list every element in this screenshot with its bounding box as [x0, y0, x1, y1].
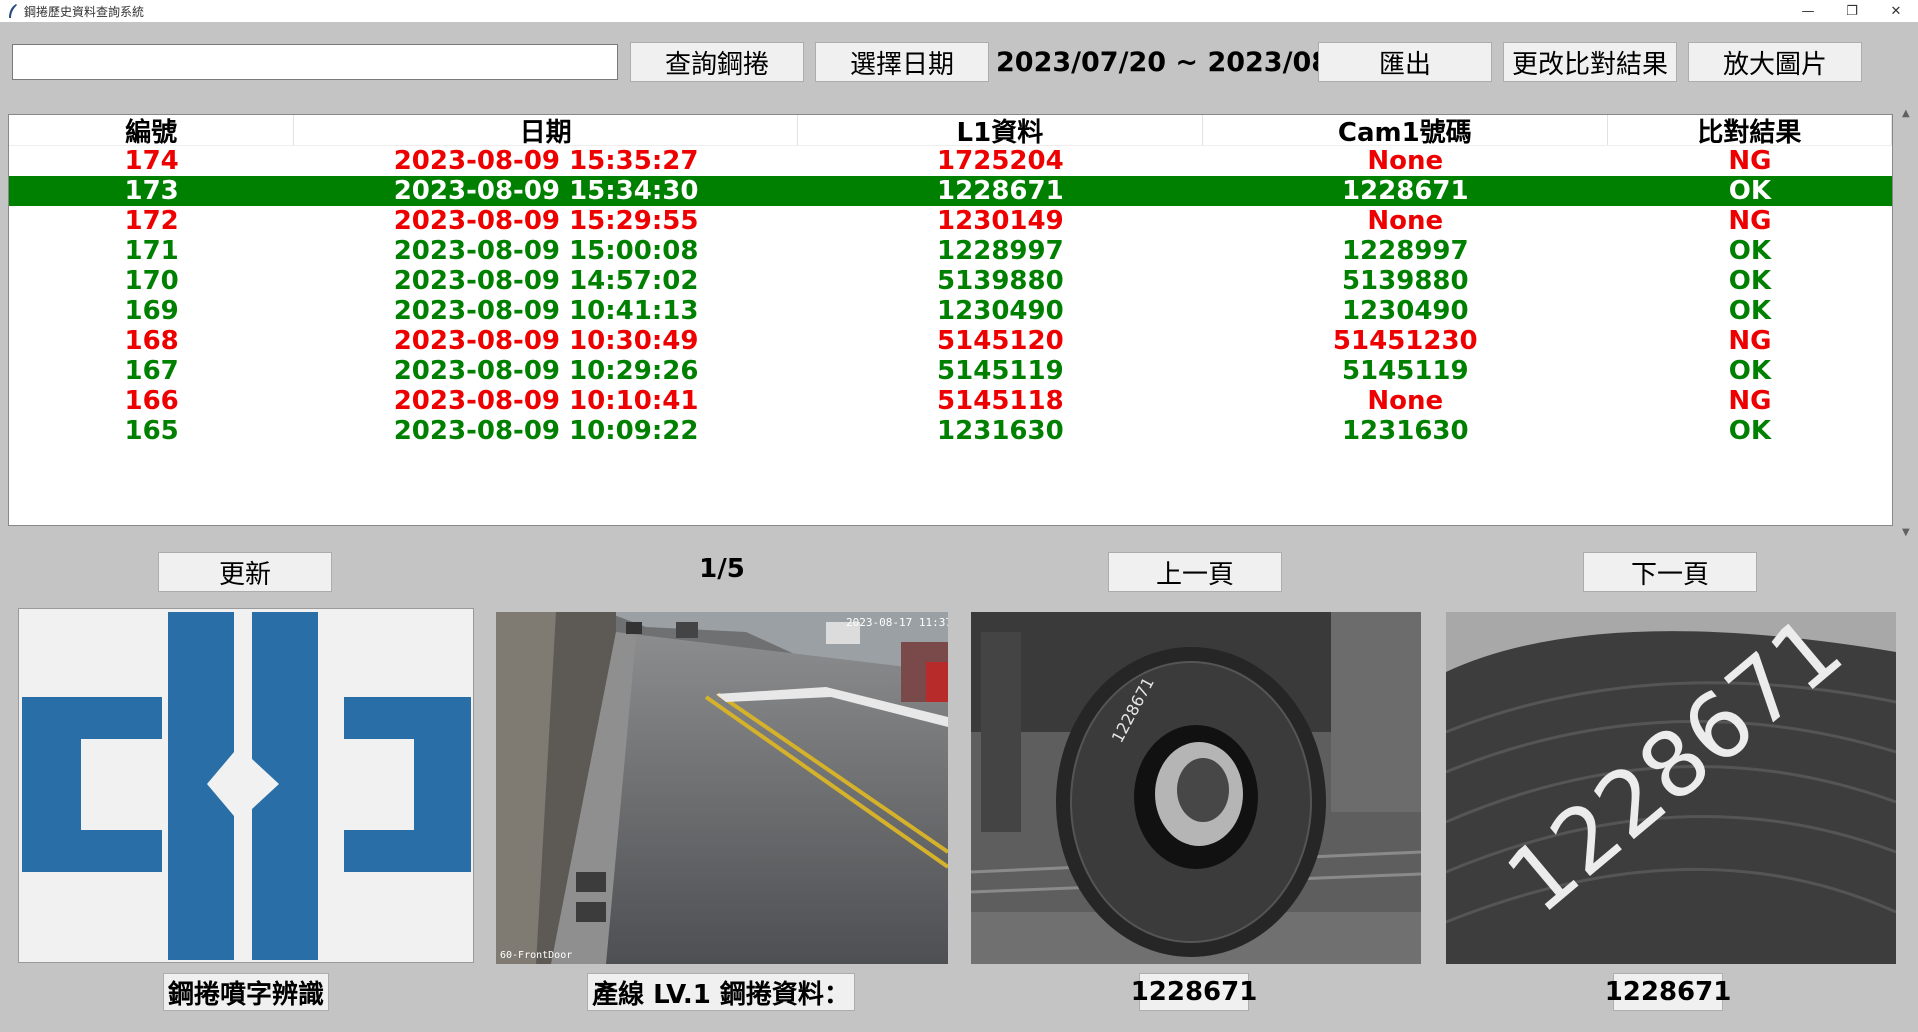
row-date-cell: 2023-08-09 15:00:08: [393, 236, 699, 266]
row-id-cell: 165: [124, 416, 179, 446]
row-l1-cell: 1228997: [937, 236, 1064, 266]
zoom-image-button[interactable]: 放大圖片: [1688, 42, 1862, 82]
restore-button[interactable]: ❐: [1846, 3, 1858, 19]
street-camera-label: 60-FrontDoor: [500, 950, 572, 961]
row-l1-cell: 5139880: [937, 266, 1064, 296]
row-l1-cell: 1230149: [937, 206, 1064, 236]
row-l1-cell: 1230490: [937, 296, 1064, 326]
row-id-cell: 168: [124, 326, 179, 356]
row-l1-cell: 1228671: [937, 176, 1064, 206]
window-title: 鋼捲歷史資料查詢系統: [24, 5, 145, 19]
row-cam1-cell: 5139880: [1341, 266, 1469, 296]
history-table[interactable]: 編號 日期 L1資料 Cam1號碼 比對結果 174 2023-08-09 15:…: [8, 114, 1893, 526]
row-result-cell: OK: [1728, 266, 1771, 296]
row-l1-cell: 5145118: [937, 386, 1064, 416]
row-id-cell: 172: [124, 206, 179, 236]
row-result-cell: NG: [1728, 386, 1772, 416]
query-coil-button[interactable]: 查詢鋼捲: [630, 42, 804, 82]
row-date-cell: 2023-08-09 15:29:55: [393, 206, 699, 236]
row-date-cell: 2023-08-09 14:57:02: [393, 266, 699, 296]
column-header-cam1[interactable]: Cam1號碼: [1203, 115, 1608, 148]
table-row[interactable]: 168 2023-08-09 10:30:49 5145120 51451230 NG: [9, 326, 1892, 356]
row-id-cell: 173: [124, 176, 179, 206]
row-l1-cell: 5145120: [937, 326, 1064, 356]
row-date-cell: 2023-08-09 10:41:13: [393, 296, 699, 326]
row-l1-cell: 5145119: [937, 356, 1064, 386]
table-row[interactable]: 172 2023-08-09 15:29:55 1230149 None NG: [9, 206, 1892, 236]
coil-camera-image[interactable]: 1228671: [971, 612, 1421, 964]
row-id-cell: 166: [124, 386, 179, 416]
row-result-cell: NG: [1728, 146, 1772, 176]
row-cam1-cell: 5145119: [1341, 356, 1469, 386]
row-cam1-cell: 1228671: [1341, 176, 1469, 206]
close-button[interactable]: ✕: [1890, 3, 1902, 19]
feather-app-icon: [6, 3, 20, 19]
scroll-up-arrow-icon[interactable]: ▲: [1902, 108, 1910, 119]
row-l1-cell: 1725204: [937, 146, 1064, 176]
table-scrollbar[interactable]: ▲ ▼: [1898, 108, 1916, 538]
row-id-cell: 174: [124, 146, 179, 176]
row-cam1-cell: None: [1367, 206, 1444, 236]
row-cam1-cell: 1228997: [1341, 236, 1469, 266]
row-date-cell: 2023-08-09 10:30:49: [393, 326, 699, 356]
csc-logo-image[interactable]: [18, 608, 474, 963]
minimize-button[interactable]: —: [1801, 3, 1815, 19]
column-header-l1[interactable]: L1資料: [798, 115, 1203, 148]
row-result-cell: OK: [1728, 296, 1771, 326]
prev-page-button[interactable]: 上一頁: [1108, 552, 1282, 592]
row-date-cell: 2023-08-09 10:10:41: [393, 386, 699, 416]
row-id-cell: 171: [124, 236, 179, 266]
row-id-cell: 170: [124, 266, 179, 296]
column-header-id[interactable]: 編號: [9, 115, 295, 148]
row-cam1-cell: 1230490: [1341, 296, 1469, 326]
row-date-cell: 2023-08-09 15:35:27: [393, 146, 699, 176]
logo-caption: 鋼捲噴字辨識: [163, 973, 329, 1011]
row-result-cell: OK: [1728, 416, 1771, 446]
title-bar: 鋼捲歷史資料查詢系統 — ❐ ✕: [0, 0, 1918, 22]
street-camera-image[interactable]: 2023-08-17 11:37:33 60-FrontDoor: [496, 612, 948, 964]
closeup-number-image[interactable]: 1228671: [1446, 612, 1896, 964]
row-result-cell: NG: [1728, 326, 1772, 356]
table-row[interactable]: 174 2023-08-09 15:35:27 1725204 None NG: [9, 146, 1892, 176]
row-cam1-cell: None: [1367, 146, 1444, 176]
coil-caption: 1228671: [1131, 973, 1257, 1011]
column-header-date[interactable]: 日期: [294, 115, 798, 148]
next-page-button[interactable]: 下一頁: [1583, 552, 1757, 592]
refresh-button[interactable]: 更新: [158, 552, 332, 592]
row-l1-cell: 1231630: [937, 416, 1064, 446]
table-header: 編號 日期 L1資料 Cam1號碼 比對結果: [9, 115, 1892, 148]
table-row[interactable]: 171 2023-08-09 15:00:08 1228997 1228997 OK: [9, 236, 1892, 266]
row-cam1-cell: None: [1367, 386, 1444, 416]
row-result-cell: NG: [1728, 206, 1772, 236]
table-row[interactable]: 169 2023-08-09 10:41:13 1230490 1230490 OK: [9, 296, 1892, 326]
row-result-cell: OK: [1728, 176, 1771, 206]
table-row[interactable]: 166 2023-08-09 10:10:41 5145118 None NG: [9, 386, 1892, 416]
street-caption: 產線 LV.1 鋼捲資料：: [587, 973, 855, 1011]
page-indicator: 1/5: [699, 554, 745, 584]
table-row[interactable]: 165 2023-08-09 10:09:22 1231630 1231630 OK: [9, 416, 1892, 446]
street-timestamp: 2023-08-17 11:37:33: [846, 616, 948, 629]
row-cam1-cell: 51451230: [1332, 326, 1478, 356]
row-id-cell: 169: [124, 296, 179, 326]
change-result-button[interactable]: 更改比對結果: [1503, 42, 1677, 82]
closeup-caption: 1228671: [1605, 973, 1731, 1011]
scroll-down-arrow-icon[interactable]: ▼: [1902, 527, 1910, 538]
row-date-cell: 2023-08-09 10:09:22: [393, 416, 699, 446]
row-result-cell: OK: [1728, 236, 1771, 266]
column-header-result[interactable]: 比對結果: [1608, 115, 1892, 148]
row-cam1-cell: 1231630: [1341, 416, 1469, 446]
select-date-button[interactable]: 選擇日期: [815, 42, 989, 82]
row-date-cell: 2023-08-09 10:29:26: [393, 356, 699, 386]
table-row[interactable]: 167 2023-08-09 10:29:26 5145119 5145119 OK: [9, 356, 1892, 386]
row-date-cell: 2023-08-09 15:34:30: [393, 176, 699, 206]
row-result-cell: OK: [1728, 356, 1771, 386]
table-row[interactable]: 170 2023-08-09 14:57:02 5139880 5139880 OK: [9, 266, 1892, 296]
coil-search-input[interactable]: [12, 44, 618, 80]
table-row[interactable]: 173 2023-08-09 15:34:30 1228671 1228671 OK: [9, 176, 1892, 206]
row-id-cell: 167: [124, 356, 179, 386]
date-range-label: 2023/07/20 ~ 2023/08/18: [996, 46, 1378, 78]
export-button[interactable]: 匯出: [1318, 42, 1492, 82]
